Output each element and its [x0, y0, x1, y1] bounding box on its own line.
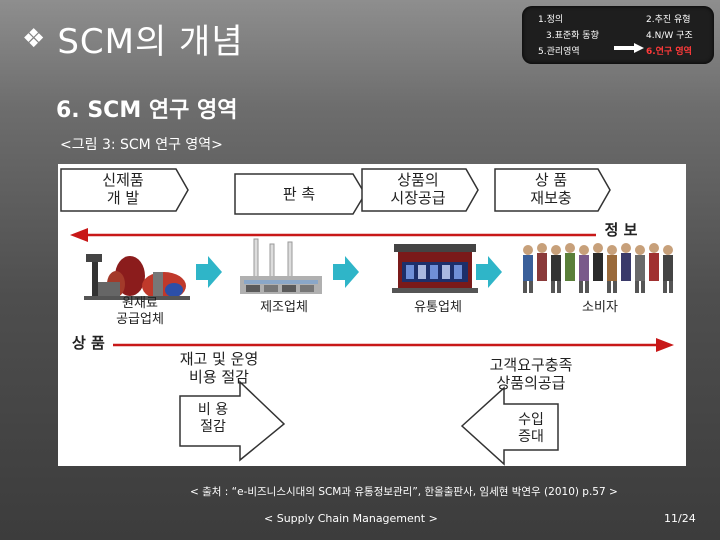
promotion-box — [234, 173, 366, 215]
supplier-illustration — [84, 254, 190, 300]
consumers-illustration — [523, 243, 673, 293]
current-section-arrow-icon — [614, 43, 644, 53]
title-block: ❖ SCM의 개념 — [22, 14, 244, 63]
label-cost-reduction: 비 용 절감 — [197, 402, 229, 435]
flow-arrow-2-icon — [333, 256, 359, 288]
label-distributor: 유통업체 — [414, 300, 462, 315]
label-replenish: 상 품 재보충 — [530, 171, 572, 207]
diamond-bullet-icon: ❖ — [22, 23, 46, 54]
flow-arrow-1-icon — [196, 256, 222, 288]
section-navigator — [522, 6, 714, 64]
replenish-box — [494, 168, 611, 212]
label-goods: 상 품 — [72, 334, 105, 352]
figure-caption: <그림 3: SCM 연구 영역> — [60, 137, 223, 153]
nav-item-research[interactable]: 6.연구 영역 — [646, 47, 692, 57]
section-heading: 6. SCM 연구 영역 — [56, 98, 238, 123]
scm-research-diagram: 신제품 개 발 판 촉 상품의 시장공급 상 품 재보충 정 보 원재료 공급업… — [58, 164, 686, 466]
revenue-increase-arrow — [460, 386, 559, 466]
cost-reduction-arrow — [179, 380, 286, 462]
nav-item-types[interactable]: 2.추진 유형 — [646, 15, 691, 25]
footer-caption: < Supply Chain Management > — [264, 512, 438, 525]
label-revenue-increase: 수입 증대 — [518, 412, 544, 445]
label-customer-needs: 고객요구충족 상품의공급 — [489, 356, 573, 392]
label-manufacturer: 제조업체 — [260, 300, 308, 315]
info-arrowhead-icon — [70, 228, 88, 242]
label-new-product: 신제품 개 발 — [102, 171, 144, 207]
source-citation: < 출처 : “e-비즈니스시대의 SCM과 유통정보관리”, 한올출판사, 임… — [190, 486, 618, 498]
factory-illustration — [240, 238, 322, 294]
label-consumer: 소비자 — [582, 300, 618, 315]
page-title: SCM의 개념 — [57, 22, 244, 62]
flow-arrows — [196, 256, 502, 288]
market-supply-box — [361, 168, 479, 212]
label-information: 정 보 — [604, 221, 638, 239]
goods-arrowhead-icon — [656, 338, 674, 352]
nav-item-standards[interactable]: 3.표준화 동향 — [546, 31, 599, 41]
nav-item-management[interactable]: 5.관리영역 — [538, 47, 580, 57]
label-inventory-cost: 재고 및 운영 비용 절감 — [179, 350, 259, 386]
label-promotion: 판 촉 — [282, 185, 316, 203]
nav-item-network[interactable]: 4.N/W 구조 — [646, 31, 693, 41]
nav-item-definition[interactable]: 1.정의 — [538, 15, 564, 25]
new-product-box — [60, 168, 189, 212]
label-market-supply: 상품의 시장공급 — [390, 171, 446, 207]
flow-arrow-3-icon — [476, 256, 502, 288]
store-illustration — [392, 244, 478, 293]
page-number: 11/24 — [664, 512, 696, 525]
diagram-graphics — [60, 168, 674, 466]
label-supplier: 원재료 공급업체 — [116, 296, 164, 327]
